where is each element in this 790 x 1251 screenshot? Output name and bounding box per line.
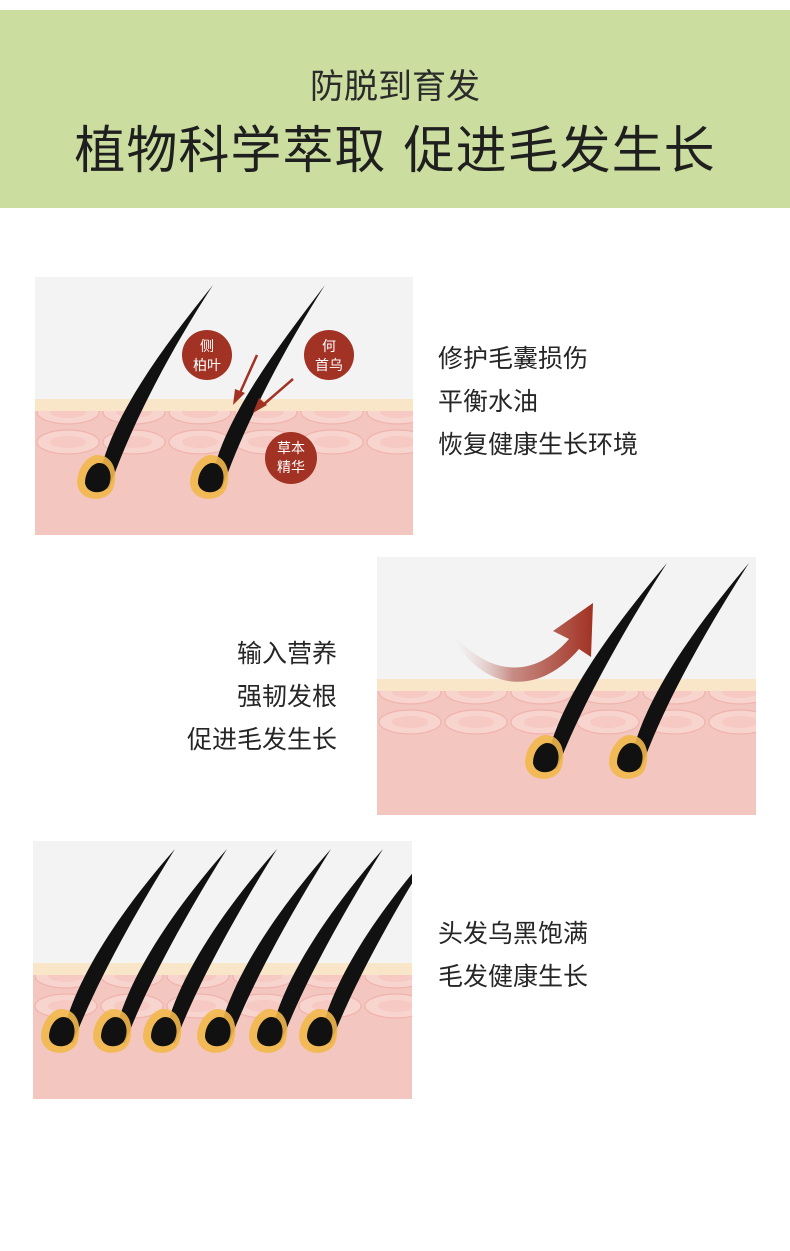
hair-strand (525, 563, 667, 779)
hair-strand (77, 285, 213, 499)
caption-line: 修护毛囊损伤 (438, 344, 589, 373)
arrow-icon (233, 354, 294, 413)
header-banner: 防脱到育发 植物科学萃取 促进毛发生长 (0, 10, 790, 208)
svg-text:草本: 草本 (277, 441, 305, 457)
illustration-herbal-extract: 侧 柏叶 何 首乌 草本 精华 (35, 277, 413, 535)
illustration-nourish-roots (377, 557, 756, 815)
caption-healthy: 头发乌黑饱满 毛发健康生长 (438, 912, 588, 998)
svg-text:何: 何 (322, 339, 336, 355)
hair-strand (190, 285, 325, 499)
illustration-healthy-hair (33, 841, 412, 1099)
caption-line: 头发乌黑饱满 (438, 919, 589, 948)
badge-herbal-essence: 草本 精华 (265, 432, 317, 484)
caption-line: 输入营养 (236, 639, 337, 668)
growth-arrow-icon (447, 603, 593, 682)
caption-line: 平衡水油 (438, 387, 539, 416)
hair-strand (609, 563, 749, 779)
caption-line: 促进毛发生长 (186, 725, 337, 754)
caption-nourish: 输入营养 强韧发根 促进毛发生长 (120, 632, 337, 761)
caption-line: 毛发健康生长 (438, 962, 589, 991)
svg-text:柏叶: 柏叶 (193, 358, 221, 374)
banner-title: 植物科学萃取 促进毛发生长 (74, 122, 716, 181)
svg-text:侧: 侧 (200, 339, 214, 355)
banner-subtitle: 防脱到育发 (310, 67, 480, 107)
caption-line: 恢复健康生长环境 (438, 430, 639, 459)
caption-repair: 修护毛囊损伤 平衡水油 恢复健康生长环境 (438, 337, 638, 466)
svg-text:首乌: 首乌 (315, 358, 343, 374)
badge-cebaiye: 侧 柏叶 (182, 330, 232, 380)
svg-text:精华: 精华 (277, 460, 305, 476)
caption-line: 强韧发根 (236, 682, 337, 711)
badge-heshouwu: 何 首乌 (304, 330, 354, 380)
